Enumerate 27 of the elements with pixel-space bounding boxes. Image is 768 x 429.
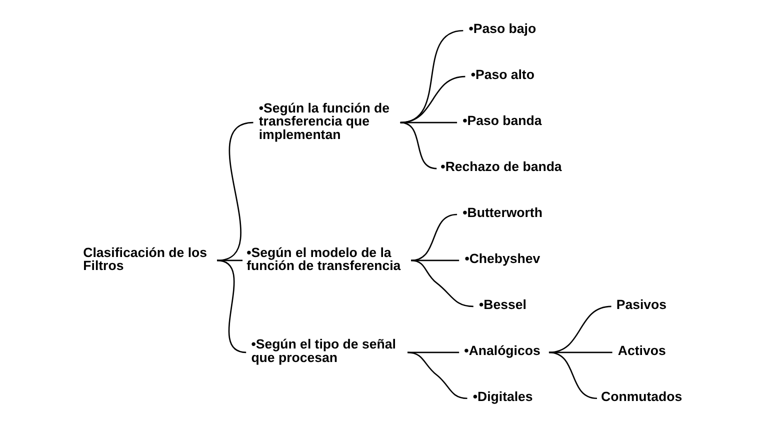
node-text: •Según el tipo de señal que procesan <box>251 336 396 366</box>
node-text: •Chebyshev <box>464 250 540 266</box>
connector <box>548 352 598 400</box>
connector <box>411 260 474 308</box>
connector <box>548 306 612 354</box>
node-text: •Rechazo de banda <box>440 158 562 174</box>
connector <box>548 352 612 354</box>
node-text: •Según el modelo de la función de transferencia <box>246 244 401 274</box>
node-text: •Butterworth <box>462 204 542 220</box>
node-text: •Según la función de transferencia que implementan <box>258 100 390 142</box>
connector <box>400 30 464 124</box>
connector <box>407 352 468 400</box>
connector <box>216 260 246 354</box>
node-text: •Paso alto <box>470 67 534 82</box>
node-text: Activos <box>618 342 666 358</box>
connector <box>216 122 254 262</box>
connector <box>400 122 437 170</box>
node-text: •Digitales <box>472 388 533 404</box>
node-text: •Bessel <box>479 296 526 312</box>
connector <box>408 352 460 354</box>
node-text: Clasificación de los Filtros <box>83 244 208 274</box>
node-text: •Paso bajo <box>468 21 536 36</box>
node-text: •Analógicos <box>464 342 540 358</box>
node-text: •Paso banda <box>462 113 542 128</box>
node-text: Pasivos <box>616 296 667 312</box>
connector <box>410 214 458 262</box>
node-text: Conmutados <box>601 388 682 404</box>
